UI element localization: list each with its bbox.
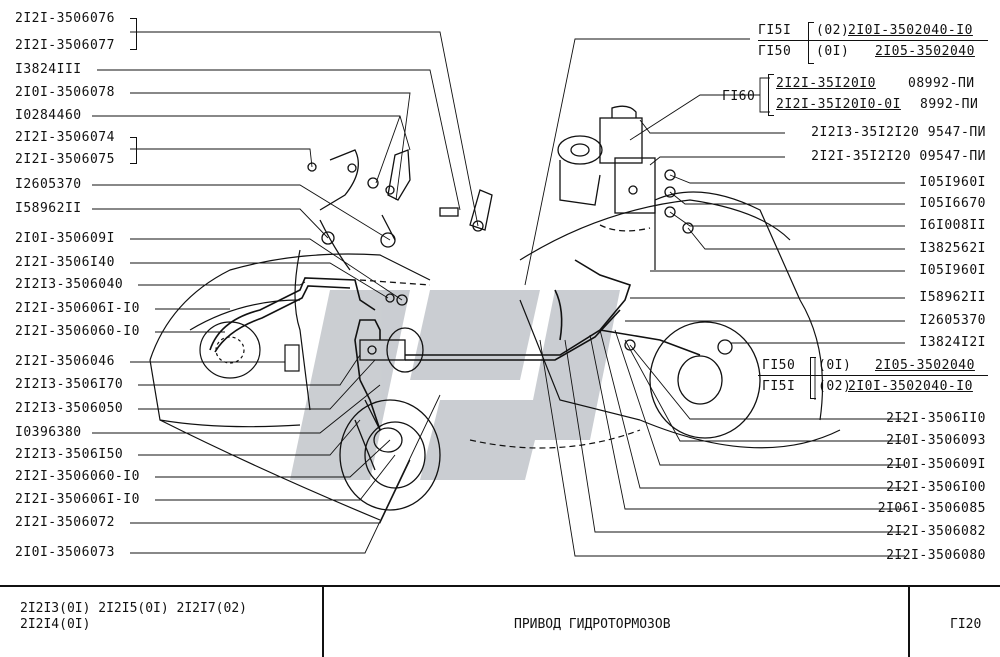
front-brake-disc <box>339 399 441 511</box>
part-label-left: 2I2I-3506076 <box>15 11 115 26</box>
variant-bracket <box>808 22 814 64</box>
drawing-title: ПРИВОД ГИДРОТОРМОЗОВ <box>514 617 671 632</box>
part-label-left: 2I2I3-3506050 <box>15 401 124 416</box>
group-bracket <box>768 74 774 116</box>
group-label: ГI60 <box>722 89 756 104</box>
part-label-left: I58962II <box>15 201 82 216</box>
part-label-left: 2I2I-3506074 <box>15 130 115 145</box>
part-number: 2I0I-3502040-I0 <box>848 23 973 38</box>
pressure-regulator <box>557 105 694 234</box>
page-number: ГI20 <box>950 617 982 632</box>
leader-lines-left <box>92 31 479 554</box>
part-label-left: 2I0I-3506078 <box>15 85 115 100</box>
footer-divider <box>908 587 910 657</box>
rear-brake-drum <box>624 321 761 439</box>
part-label-right: I05I960I <box>919 175 986 190</box>
part-label-left: 2I2I-3506060-I0 <box>15 469 140 484</box>
part-label-left: 2I2I-3506060-I0 <box>15 324 140 339</box>
bracket-hardware <box>307 149 493 306</box>
brake-drive-diagram <box>92 18 905 557</box>
part-label-left: 2I2I3-3506040 <box>15 277 124 292</box>
part-label-left: 2I2I3-3506I50 <box>15 447 124 462</box>
part-label-left: 2I0I-3506073 <box>15 545 115 560</box>
left-bracket-2 <box>130 137 137 164</box>
variant-bracket <box>810 357 816 399</box>
title-block: 2I2I3(0I) 2I2I5(0I) 2I2I7(02) 2I2I4(0I) … <box>0 585 1000 657</box>
part-label-left: 2I2I-3506046 <box>15 354 115 369</box>
part-label-left: 2I0I-350609I <box>15 231 115 246</box>
leader-lines-right <box>524 38 905 557</box>
part-number: 2I2I-35I20I0 <box>776 76 876 91</box>
part-label-right: 2I2I-3506I00 <box>886 480 986 495</box>
part-number: 2I05-3502040 <box>875 44 975 59</box>
part-number: 2I05-3502040 <box>875 358 975 373</box>
part-label-left: 2I2I-3506I40 <box>15 255 115 270</box>
title-cell: ПРИВОД ГИДРОТОРМОЗОВ <box>324 587 908 657</box>
part-label-right: 2I0I-350609I <box>886 457 986 472</box>
part-label-left: 2I2I-3506077 <box>15 38 115 53</box>
variant-separator <box>758 375 988 376</box>
part-label-left: 2I2I-350606I-I0 <box>15 301 140 316</box>
part-label-right: 2I2I-3506082 <box>886 524 986 539</box>
part-label-left: I0396380 <box>15 425 82 440</box>
footer-divider <box>322 587 324 657</box>
part-label-right: 2I0I-3506093 <box>886 433 986 448</box>
variant-label: ГI50 <box>758 44 792 59</box>
diagram-drawing <box>92 31 905 557</box>
variant-code: (0I) <box>818 358 852 373</box>
part-number: 2I0I-3502040-I0 <box>848 379 973 394</box>
part-label-right: I6I008II <box>919 218 986 233</box>
part-label-right: 2I2I-35I2I20 09547-ПИ <box>811 149 986 164</box>
part-label-right: 2I2I-3506II0 <box>886 411 986 426</box>
models-line-1: 2I2I3(0I) 2I2I5(0I) 2I2I7(02) <box>20 601 247 616</box>
part-note: 08992-ПИ <box>908 76 975 91</box>
left-rear-wheel <box>199 321 300 379</box>
variant-label: ГI50 <box>762 358 796 373</box>
part-number: 2I2I-35I20I0-0I <box>776 97 901 112</box>
part-note: 8992-ПИ <box>920 97 979 112</box>
part-label-left: 2I2I-3506075 <box>15 152 115 167</box>
master-cylinder <box>359 327 424 373</box>
part-label-left: I0284460 <box>15 108 82 123</box>
models-line-2: 2I2I4(0I) <box>20 617 91 632</box>
part-label-right: I05I960I <box>919 263 986 278</box>
part-label-left: I3824III <box>15 62 82 77</box>
part-label-right: I58962II <box>919 290 986 305</box>
part-label-left: 2I2I3-3506I70 <box>15 377 124 392</box>
part-label-right: I3824I2I <box>919 335 986 350</box>
part-label-left: 2I2I-350606I-I0 <box>15 492 140 507</box>
part-label-right: I05I6670 <box>919 196 986 211</box>
brake-pipes <box>209 259 701 431</box>
variant-code: (02) <box>818 379 852 394</box>
variant-separator <box>758 40 988 41</box>
part-label-right: I2605370 <box>919 313 986 328</box>
part-label-right: 2I2I3-35I2I20 9547-ПИ <box>811 125 986 140</box>
part-label-left: 2I2I-3506072 <box>15 515 115 530</box>
part-label-left: I2605370 <box>15 177 82 192</box>
variant-label: ГI5I <box>762 379 796 394</box>
left-bracket-1 <box>130 18 137 50</box>
variant-label: ГI5I <box>758 23 792 38</box>
variant-code: (0I) <box>816 44 850 59</box>
page-cell: ГI20 <box>910 587 1000 657</box>
variant-code: (02) <box>816 23 850 38</box>
part-label-right: 2I06I-3506085 <box>877 501 986 516</box>
models-cell: 2I2I3(0I) 2I2I5(0I) 2I2I7(02) 2I2I4(0I) <box>0 587 322 657</box>
part-label-right: I382562I <box>919 241 986 256</box>
car-body-outline <box>149 191 841 521</box>
part-label-right: 2I2I-3506080 <box>886 548 986 563</box>
